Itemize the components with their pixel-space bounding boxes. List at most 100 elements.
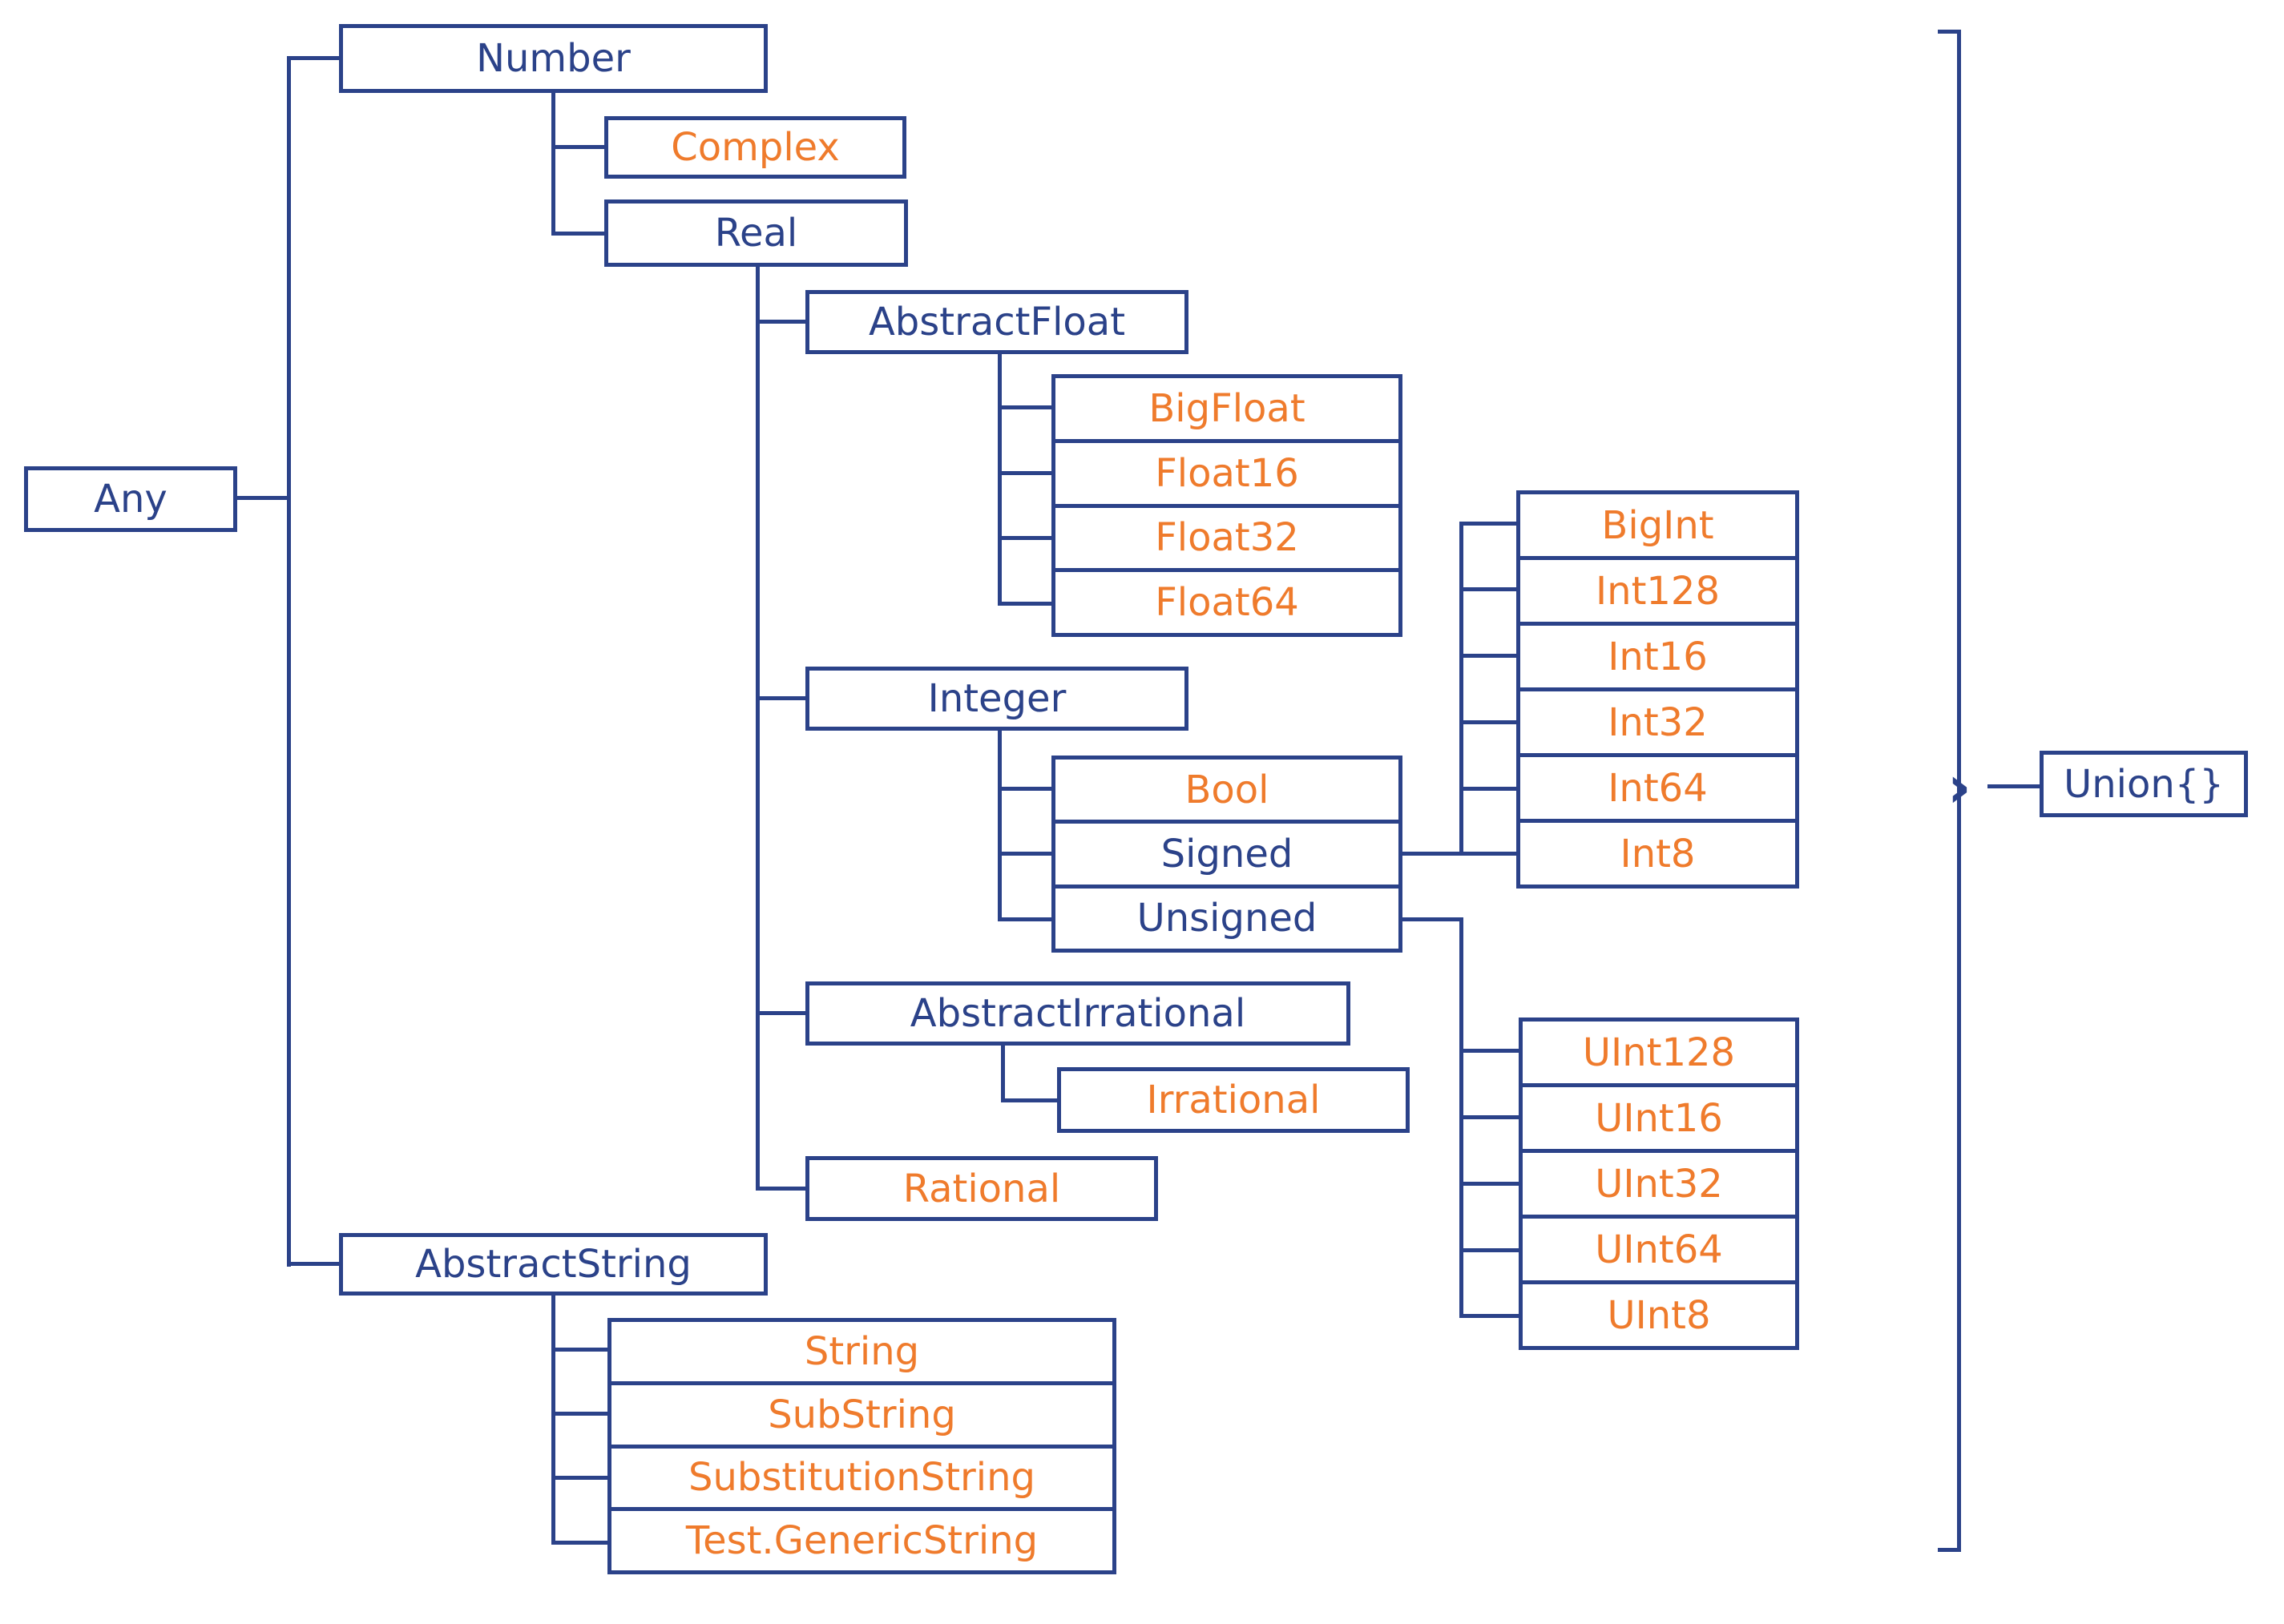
- connector-abstractfloat-stub: [756, 320, 805, 324]
- connector-uint64-stub: [1459, 1248, 1519, 1252]
- connector-substitutionstring-stub: [551, 1476, 607, 1480]
- stack-integer-children: Bool Signed Unsigned: [1051, 756, 1402, 953]
- connector-number-trunk: [551, 91, 555, 236]
- node-uint128: UInt128: [1523, 1022, 1795, 1083]
- node-uint16: UInt16: [1523, 1083, 1795, 1149]
- node-abstractfloat: AbstractFloat: [805, 290, 1188, 354]
- node-float64: Float64: [1055, 568, 1398, 633]
- node-unsigned: Unsigned: [1055, 884, 1398, 949]
- node-integer: Integer: [805, 667, 1188, 731]
- connector-union-dash: [1987, 784, 2040, 788]
- node-signed: Signed: [1055, 820, 1398, 884]
- connector-number-stub: [287, 56, 339, 60]
- connector-testgenericstring-stub: [551, 1541, 607, 1545]
- node-string: String: [611, 1322, 1112, 1381]
- connector-rational-stub: [756, 1187, 805, 1191]
- node-float64-label: Float64: [1155, 580, 1299, 626]
- node-unsigned-label: Unsigned: [1136, 896, 1318, 941]
- connector-uint16-stub: [1459, 1115, 1519, 1119]
- connector-int16-stub: [1459, 654, 1516, 658]
- node-number: Number: [339, 24, 768, 93]
- node-irrational: Irrational: [1057, 1067, 1410, 1133]
- connector-uint8-stub: [1459, 1314, 1519, 1318]
- node-int16-label: Int16: [1608, 634, 1708, 679]
- node-number-label: Number: [476, 36, 631, 81]
- node-testgenericstring: Test.GenericString: [611, 1507, 1112, 1570]
- connector-irrational-stub: [1001, 1098, 1057, 1102]
- node-float16: Float16: [1055, 438, 1398, 504]
- connector-any-trunk: [287, 57, 291, 1267]
- node-bool: Bool: [1055, 760, 1398, 820]
- connector-abstractstring-trunk: [551, 1294, 555, 1545]
- connector-uint32-stub: [1459, 1182, 1519, 1186]
- node-int64-label: Int64: [1608, 765, 1708, 811]
- node-irrational-label: Irrational: [1146, 1078, 1321, 1122]
- bracket-arrow-glyph: ›: [1947, 753, 1971, 820]
- node-uint32: UInt32: [1523, 1149, 1795, 1215]
- node-abstractstring-label: AbstractString: [415, 1242, 692, 1287]
- node-bigint-label: BigInt: [1601, 502, 1714, 548]
- node-rational-label: Rational: [902, 1166, 1061, 1211]
- connector-abstractstring-stub: [287, 1262, 339, 1266]
- bracket-vertical: [1957, 30, 1961, 1552]
- node-complex: Complex: [604, 116, 906, 179]
- node-int8-label: Int8: [1620, 831, 1696, 876]
- connector-string-stub: [551, 1348, 607, 1352]
- connector-abstractirrational-trunk: [1001, 1044, 1005, 1102]
- node-int128: Int128: [1520, 556, 1795, 622]
- node-bool-label: Bool: [1184, 767, 1269, 812]
- connector-integer-stub: [756, 696, 805, 700]
- connector-real-stub: [551, 232, 604, 236]
- connector-uint128-stub: [1459, 1049, 1519, 1053]
- bracket-top-tick: [1938, 30, 1961, 34]
- node-abstractirrational: AbstractIrrational: [805, 981, 1350, 1046]
- connector-float64-stub: [998, 602, 1051, 606]
- node-string-label: String: [804, 1328, 920, 1374]
- stack-unsigned-ints: UInt128 UInt16 UInt32 UInt64 UInt8: [1519, 1018, 1799, 1350]
- node-rational: Rational: [805, 1156, 1158, 1221]
- node-any: Any: [24, 466, 237, 532]
- connector-unsigned-stub: [998, 917, 1051, 921]
- node-float32-label: Float32: [1155, 515, 1299, 561]
- node-union: Union{}: [2040, 751, 2248, 817]
- node-bigint: BigInt: [1520, 494, 1795, 556]
- node-uint128-label: UInt128: [1582, 1030, 1736, 1075]
- connector-int64-stub: [1459, 787, 1516, 791]
- node-float16-label: Float16: [1155, 450, 1299, 496]
- node-testgenericstring-label: Test.GenericString: [685, 1518, 1039, 1564]
- connector-abstractfloat-trunk: [998, 353, 1002, 606]
- connector-signed-stub: [998, 852, 1051, 856]
- node-union-label: Union{}: [2064, 761, 2224, 807]
- node-uint8: UInt8: [1523, 1280, 1795, 1346]
- connector-any-stub: [237, 496, 290, 500]
- connector-float32-stub: [998, 536, 1051, 540]
- node-any-label: Any: [94, 477, 167, 522]
- node-real: Real: [604, 199, 908, 267]
- connector-bigint-stub: [1459, 522, 1516, 526]
- node-bigfloat-label: BigFloat: [1148, 385, 1305, 431]
- bracket-bottom-tick: [1938, 1548, 1961, 1552]
- connector-complex-stub: [551, 145, 604, 149]
- node-uint64: UInt64: [1523, 1215, 1795, 1280]
- connector-int32-stub: [1459, 720, 1516, 724]
- node-substring-label: SubString: [768, 1392, 956, 1437]
- connector-real-trunk: [756, 265, 760, 1191]
- node-bigfloat: BigFloat: [1055, 378, 1398, 439]
- node-int32-label: Int32: [1608, 699, 1708, 745]
- node-int16: Int16: [1520, 622, 1795, 687]
- stack-string-types: String SubString SubstitutionString Test…: [607, 1318, 1116, 1574]
- connector-bool-stub: [998, 787, 1051, 791]
- connector-float16-stub: [998, 471, 1051, 475]
- node-integer-label: Integer: [927, 676, 1067, 721]
- node-uint32-label: UInt32: [1595, 1161, 1723, 1207]
- connector-abstractirrational-stub: [756, 1011, 805, 1015]
- node-uint8-label: UInt8: [1607, 1292, 1711, 1338]
- node-int8: Int8: [1520, 819, 1795, 885]
- stack-float-types: BigFloat Float16 Float32 Float64: [1051, 374, 1402, 637]
- connector-unsigned-to-uints: [1402, 917, 1463, 921]
- node-substring: SubString: [611, 1380, 1112, 1445]
- node-int128-label: Int128: [1595, 568, 1720, 614]
- node-int32: Int32: [1520, 687, 1795, 753]
- connector-bigfloat-stub: [998, 405, 1051, 409]
